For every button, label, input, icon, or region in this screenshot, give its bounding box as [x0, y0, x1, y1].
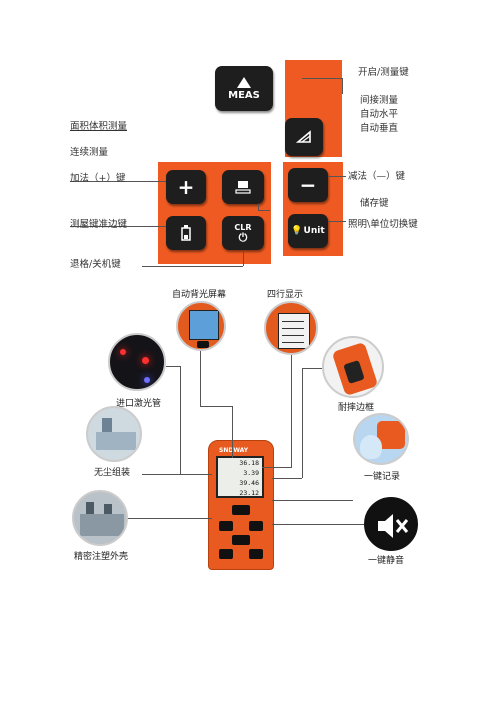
device-key	[219, 549, 233, 559]
caption-one-key-record: 一键记录	[364, 472, 401, 482]
device-key	[219, 521, 233, 531]
caption-drop-frame: 耐摔边框	[338, 403, 375, 413]
bulb-icon: 💡	[291, 226, 303, 236]
leader-line	[232, 406, 233, 458]
caption-molding: 精密注塑外壳	[74, 552, 129, 562]
device-key	[249, 549, 263, 559]
caption-laser: 进口激光管	[116, 399, 162, 409]
label-subtract: 减法（—）键	[348, 171, 406, 182]
level-icon	[296, 130, 311, 143]
level-key	[285, 118, 323, 156]
label-power-measure: 开启/测量键	[358, 67, 409, 78]
caption-one-key-mute: 一键静音	[368, 556, 405, 566]
leader-line	[200, 406, 232, 407]
reading-line: 36.18	[239, 459, 259, 467]
leader-line	[142, 474, 212, 475]
leader-line	[302, 368, 303, 478]
reading-line: 3.39	[243, 469, 259, 477]
leader-line	[166, 366, 180, 367]
plus-key: +	[166, 170, 206, 204]
meas-key-label: MEAS	[228, 89, 260, 101]
leader-line	[262, 467, 292, 468]
label-back-off: 退格/关机键	[70, 259, 121, 270]
caption-dust-free: 无尘组装	[94, 468, 131, 478]
leader-line	[302, 368, 322, 369]
leader-line	[272, 500, 353, 501]
four-line-display-photo	[264, 301, 318, 355]
label-continuous: 连续测量	[70, 147, 109, 158]
rangefinder-device: SNDWAY 36.18 3.39 39.46 23.12	[208, 440, 274, 570]
device-key	[232, 535, 250, 545]
label-indirect: 间接测量	[360, 95, 399, 106]
leader-line	[302, 78, 342, 79]
leader-line	[200, 351, 201, 407]
device-key	[232, 505, 250, 515]
one-key-record-photo	[353, 413, 409, 465]
leader-line	[70, 226, 166, 227]
caption-four-lines: 四行显示	[267, 290, 304, 300]
label-store: 储存键	[360, 198, 389, 209]
unit-key-label: Unit	[303, 226, 325, 236]
leader-line	[258, 210, 270, 211]
leader-line	[243, 250, 244, 266]
label-reference-edge: 测屋键准边键	[70, 219, 128, 230]
mute-photo	[364, 497, 418, 551]
reading-line: 39.46	[239, 479, 259, 487]
device-brand: SNDWAY	[219, 447, 249, 454]
device-key	[249, 521, 263, 531]
leader-line	[272, 478, 302, 479]
mute-icon	[378, 514, 409, 538]
minus-key-label: −	[299, 173, 317, 197]
power-icon: ⏻	[238, 231, 248, 244]
unit-key: 💡 Unit	[288, 214, 328, 248]
caption-backlight: 自动背光屏幕	[172, 290, 227, 300]
leader-line	[291, 355, 292, 467]
clr-key-label: CLR	[234, 223, 252, 232]
clear-off-key: CLR ⏻	[222, 216, 264, 250]
store-key	[222, 170, 264, 204]
label-area-volume: 面积体积测量	[70, 121, 128, 132]
plus-key-label: +	[177, 175, 195, 199]
label-auto-vertical: 自动垂直	[360, 123, 399, 134]
backlight-screen-photo	[176, 301, 226, 351]
label-auto-level: 自动水平	[360, 109, 399, 120]
leader-line	[342, 78, 343, 94]
precision-molding-photo	[72, 490, 128, 546]
leader-line	[142, 266, 243, 267]
reference-edge-icon	[181, 225, 191, 241]
drop-resistant-frame-photo	[322, 336, 384, 398]
laser-tube-photo	[108, 333, 166, 391]
reference-edge-key	[166, 216, 206, 250]
leader-line	[258, 204, 259, 210]
device-screen: 36.18 3.39 39.46 23.12	[216, 456, 264, 498]
triangle-icon	[237, 76, 251, 88]
leader-line	[272, 524, 364, 525]
minus-key: −	[288, 168, 328, 202]
leader-line	[328, 176, 346, 177]
reading-line: 23.12	[239, 489, 259, 497]
leader-line	[180, 366, 181, 474]
label-add: 加法（+）键	[70, 173, 126, 184]
leader-line	[128, 518, 212, 519]
leader-line	[328, 221, 346, 222]
store-icon	[235, 181, 251, 194]
dust-free-assembly-photo	[86, 406, 142, 462]
meas-key: MEAS	[215, 66, 273, 111]
label-light-unit: 照明\单位切换键	[348, 219, 418, 230]
leader-line	[70, 181, 166, 182]
